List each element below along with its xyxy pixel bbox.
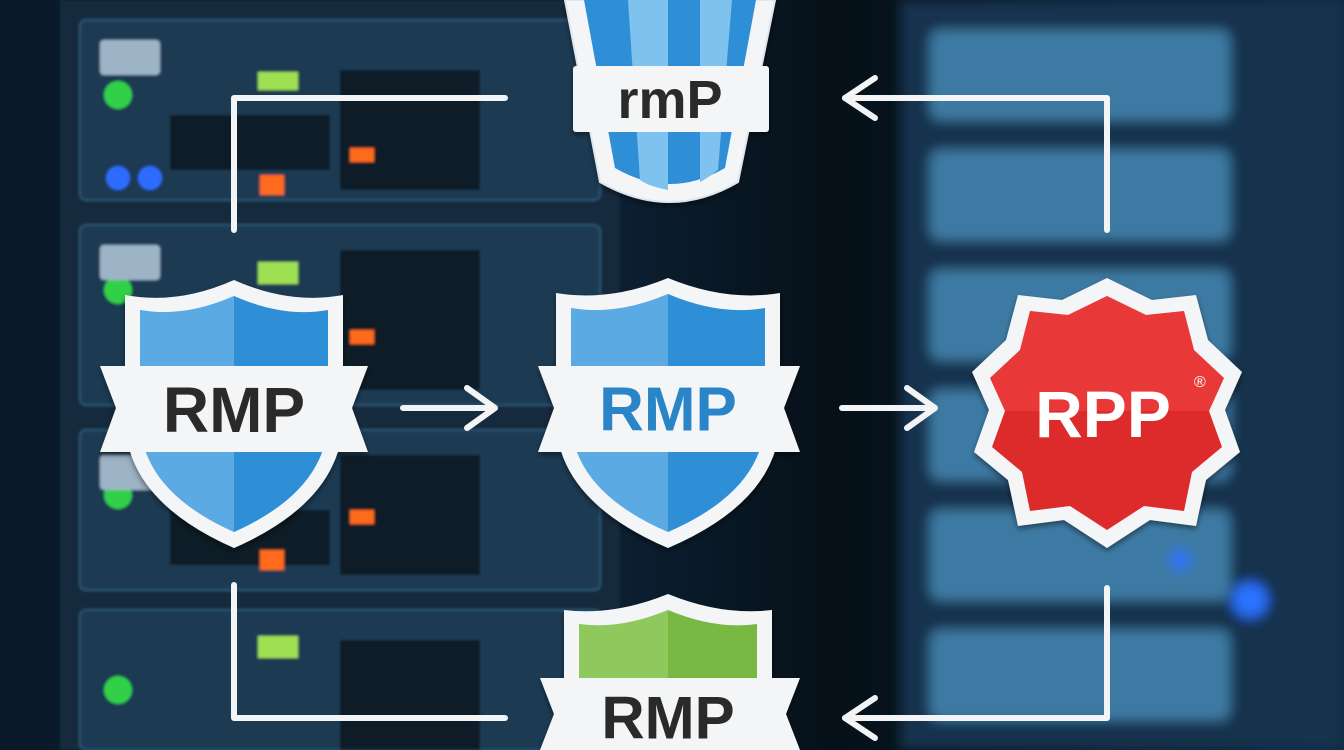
bottom-shield-label: RMP: [601, 685, 734, 750]
center-shield-node: RMP: [538, 278, 800, 548]
arrow-left-icon: [842, 695, 878, 741]
connector-bottom-right: [842, 585, 1110, 721]
arrow-right-icon: [839, 385, 938, 431]
connector-bottom-left: [231, 582, 508, 721]
left-shield-node: RMP: [100, 280, 368, 548]
top-cup-label: rmP: [617, 70, 722, 130]
connector-top-right: [842, 95, 1110, 233]
rpp-badge-label: RPP: [1035, 377, 1171, 451]
connector-top-left: [231, 95, 508, 233]
center-shield-label: RMP: [599, 376, 737, 445]
arrow-right-icon: [400, 385, 498, 431]
registered-mark: ®: [1194, 374, 1206, 391]
top-cup-node: rmP: [563, 0, 777, 203]
connector-lines: [231, 75, 1110, 741]
left-shield-label: RMP: [163, 374, 305, 446]
rpp-badge-node: RPP ®: [972, 278, 1242, 548]
arrow-left-icon: [842, 75, 878, 121]
bottom-shield-node: RMP: [540, 594, 800, 750]
